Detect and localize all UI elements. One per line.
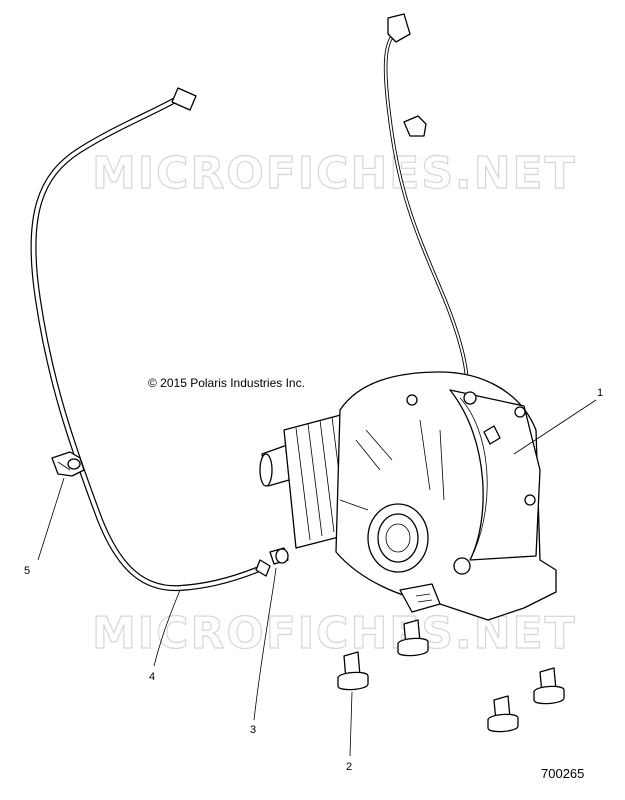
callout-1: 1	[597, 387, 603, 399]
leader-3	[253, 567, 277, 721]
hose-fitting	[269, 547, 289, 565]
leader-4	[153, 589, 181, 667]
hose-clip	[51, 451, 85, 477]
leader-5	[37, 477, 65, 561]
figure-number: 700265	[541, 766, 584, 781]
callout-4: 4	[149, 671, 155, 683]
callout-5: 5	[24, 565, 30, 577]
copyright-notice: © 2015 Polaris Industries Inc.	[148, 376, 305, 390]
leader-1	[513, 399, 597, 455]
sensor-harness	[383, 13, 470, 407]
bolt-d	[487, 695, 519, 733]
bolt-c	[533, 667, 565, 705]
gearcase-assembly	[259, 371, 557, 621]
callout-3: 3	[250, 724, 256, 736]
leader-2	[349, 691, 353, 757]
bolt-b	[337, 651, 369, 691]
callout-2: 2	[346, 761, 352, 773]
watermark-bottom: MICROFICHES.NET	[92, 608, 577, 659]
bolt-a	[397, 619, 429, 657]
vent-hose	[30, 87, 271, 592]
watermark-top: MICROFICHES.NET	[92, 148, 577, 199]
